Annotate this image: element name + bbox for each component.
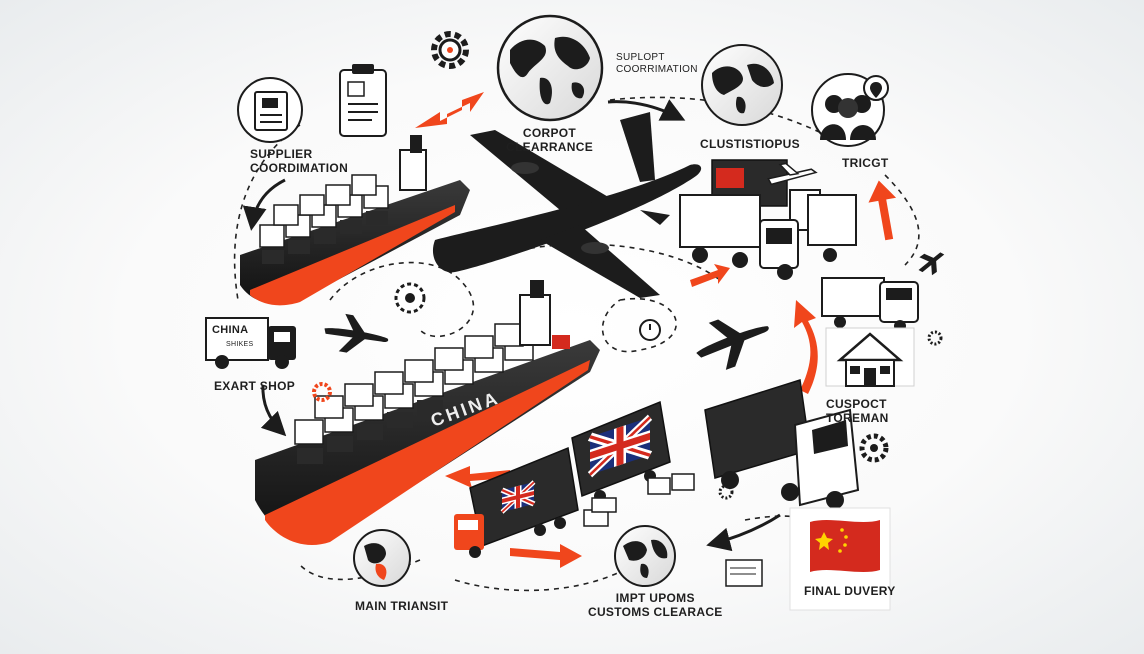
world-globe-icon: [353, 529, 411, 587]
label-corpot-clearance: CLEARRANCE: [506, 139, 593, 154]
label-supplier: SUPPLIER: [250, 147, 313, 161]
airplane-icon: [432, 112, 702, 298]
black-flow-arrows: [242, 99, 781, 552]
uk-flag-icon: [500, 480, 536, 514]
pallet-boxes: [583, 473, 695, 527]
truck-icon: [679, 159, 857, 280]
orange-flow-arrows: [415, 92, 897, 568]
airplane-icon: [324, 313, 389, 353]
label-suplopt-coordination: COORRIMATION: [616, 63, 698, 75]
label-suplopt: SUPLOPT: [616, 52, 665, 63]
truck-icon: [704, 379, 860, 509]
label-impt-upoms: IMPT UPOMS: [615, 591, 695, 605]
label-customs-clearance: CUSTOMS CLEARACE: [588, 604, 723, 619]
cargo-ship-icon: [240, 135, 470, 306]
label-export-shop: EXART SHOP: [214, 379, 296, 393]
gear-icon: [859, 433, 889, 463]
gear-icon: [431, 31, 469, 69]
gear-icon: [718, 484, 734, 500]
label-cuspoct: CUSPOCT: [826, 397, 887, 411]
label-final-delivery: FINAL DUVERY: [804, 584, 896, 598]
location-pin-icon: [863, 75, 889, 101]
truck-icon: [821, 277, 919, 332]
airplane-icon: [918, 252, 945, 276]
truck-icon: [205, 317, 296, 369]
document-icon: [725, 559, 763, 587]
world-globe-icon: [496, 14, 604, 122]
world-globe-icon: [614, 525, 676, 587]
label-tricgt: TRICGT: [842, 156, 889, 170]
truck-china-label: CHINA: [212, 324, 249, 336]
airplane-icon: [767, 162, 818, 186]
house-icon: [825, 327, 915, 387]
world-globe-icon: [701, 44, 783, 126]
china-flag-icon: [789, 507, 891, 611]
clipboard-icon: [339, 64, 387, 137]
label-cuspoct-toreman: TOREMAN: [826, 410, 889, 425]
stopwatch-icon: [639, 319, 661, 341]
airplane-icon: [696, 319, 769, 370]
truck-china-sublabel: SHIKES: [226, 341, 254, 348]
gear-icon: [312, 382, 332, 402]
gear-icon: [394, 282, 426, 314]
label-supplier-coordination: COORDIMATION: [250, 160, 349, 175]
uk-flag-icon: [587, 414, 653, 478]
label-clustistiopus: CLUSTISTIOPUS: [700, 137, 800, 151]
label-corpot: CORPOT: [522, 126, 577, 140]
label-main-transit: MAIN TRIANSIT: [355, 599, 449, 613]
gear-icon: [927, 330, 943, 346]
document-icon: [237, 77, 303, 143]
